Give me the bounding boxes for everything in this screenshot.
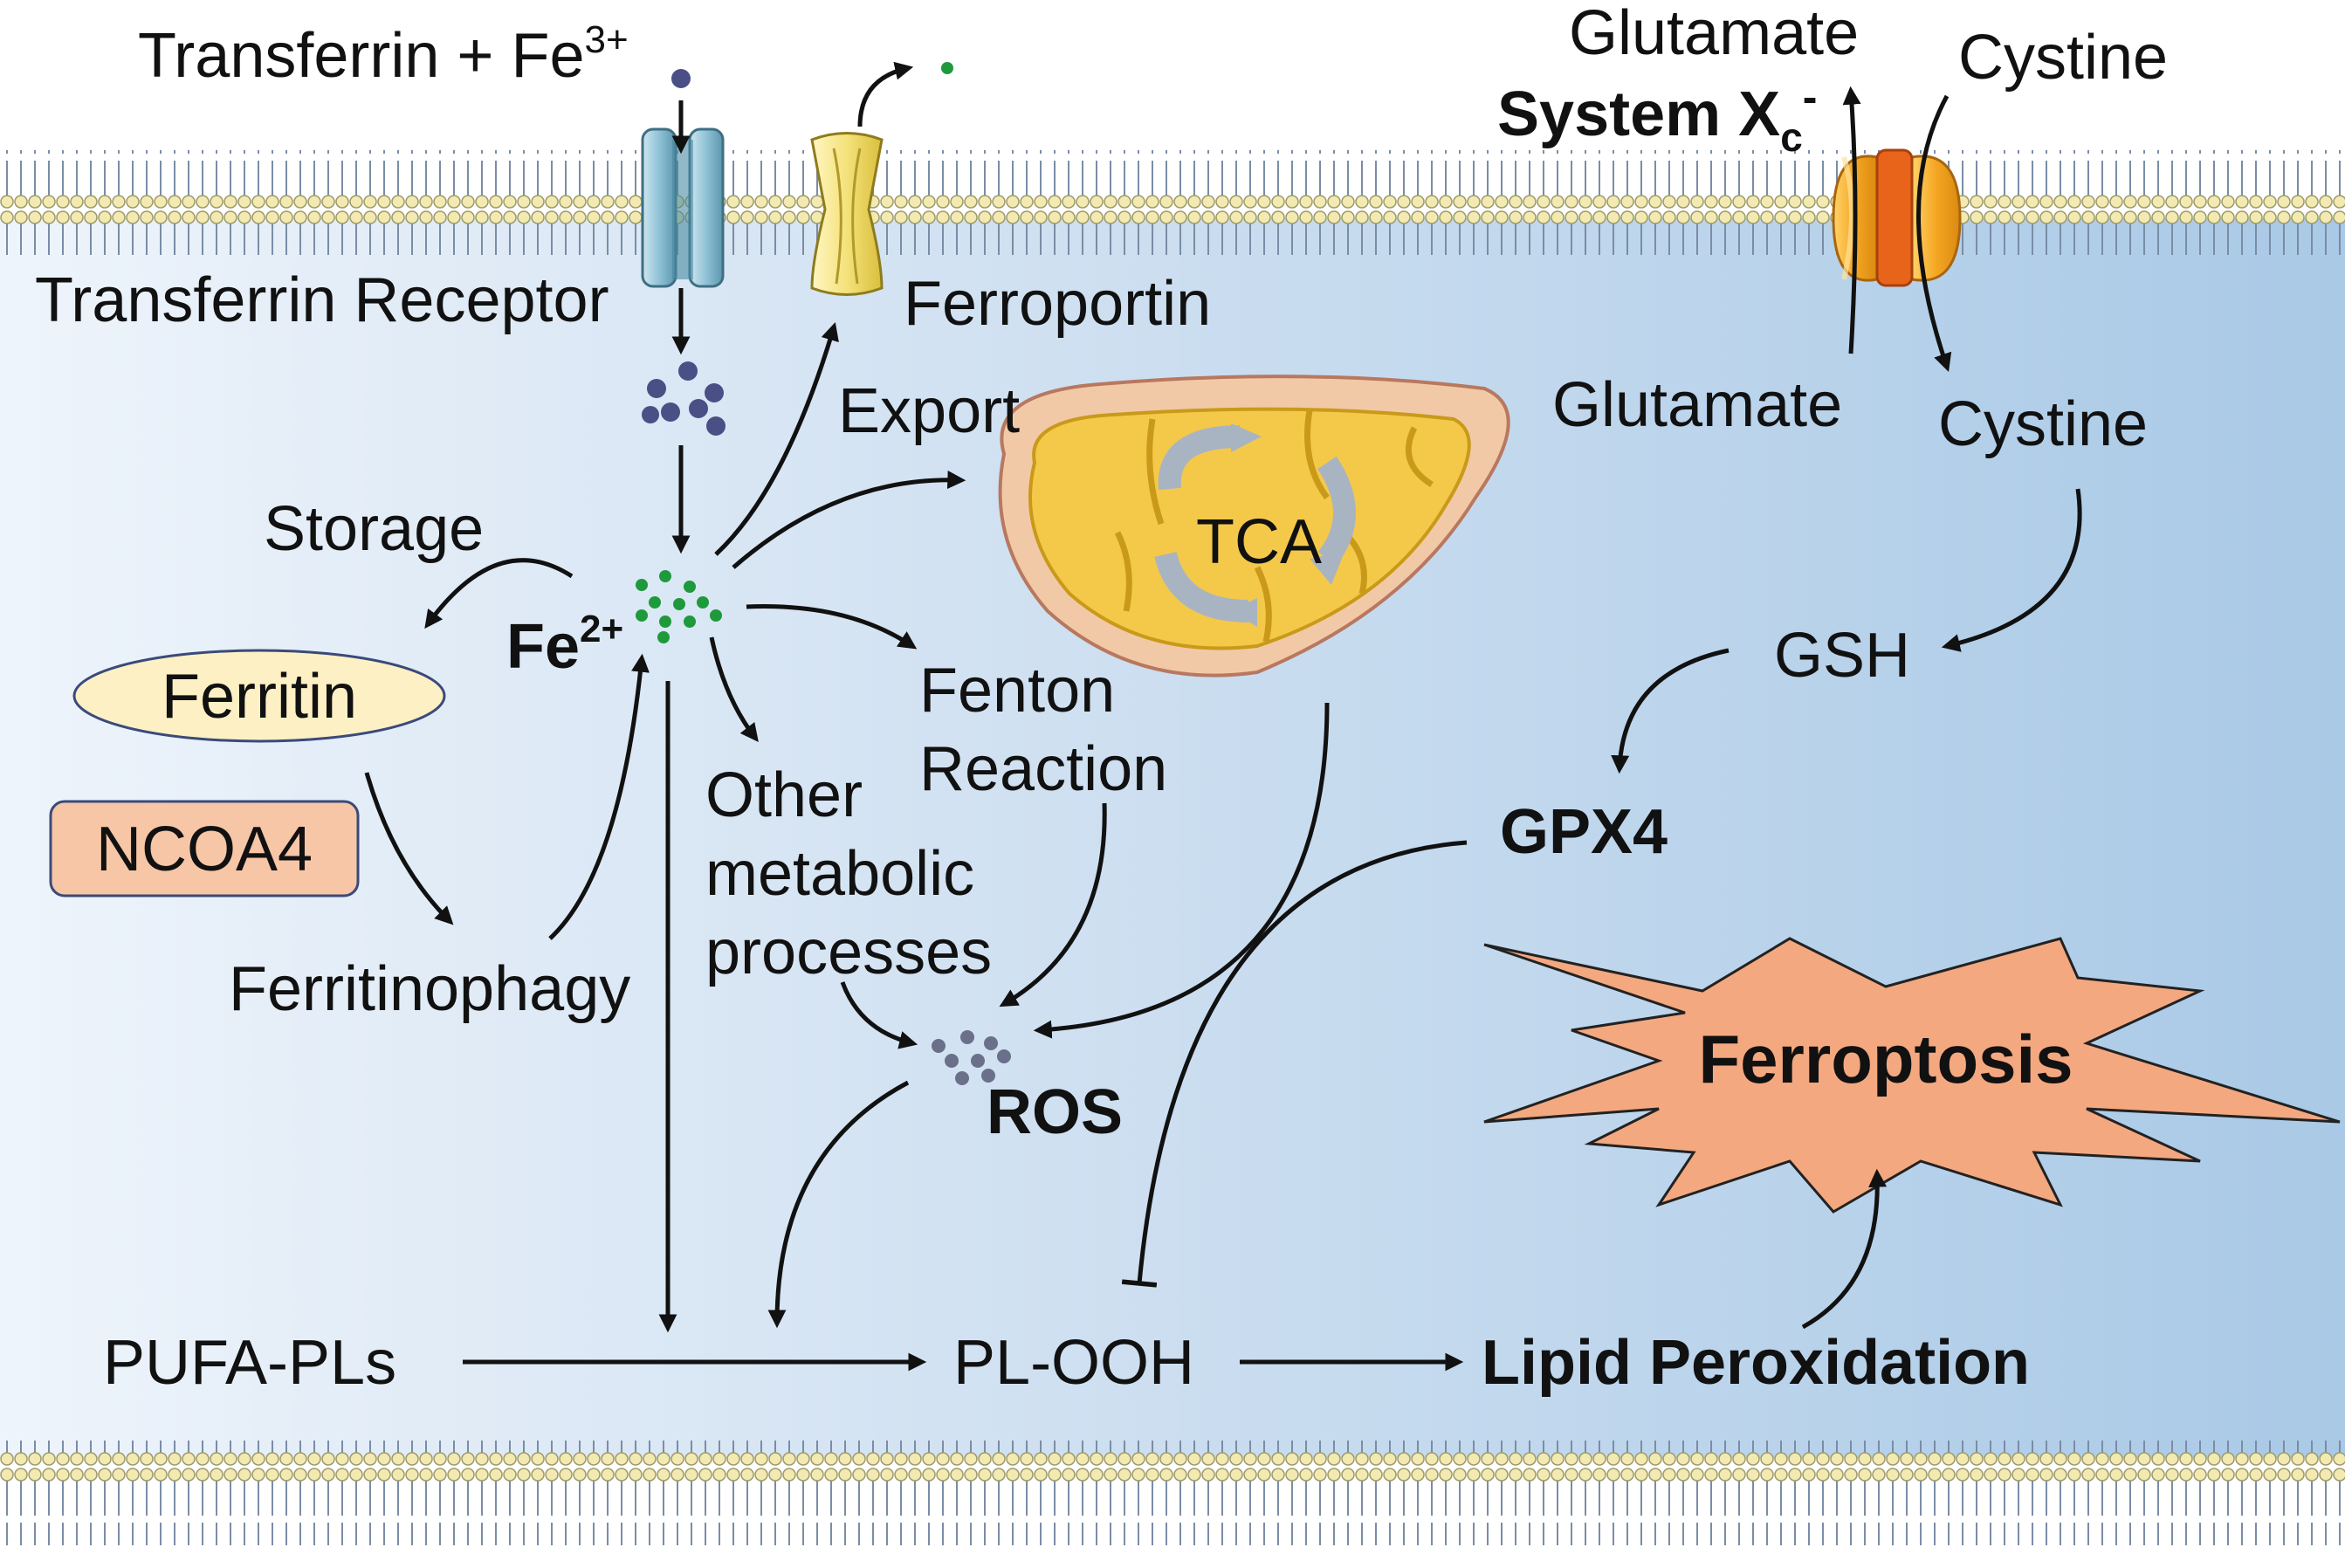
arrow-ferroportin-export bbox=[857, 61, 914, 127]
ros-label: ROS bbox=[987, 1077, 1123, 1147]
arrow-ros-to-lipid bbox=[767, 1080, 910, 1329]
cystine-intracellular-label: Cystine bbox=[1938, 389, 2148, 459]
ferroportin-icon bbox=[810, 132, 884, 296]
arrow-glutamate-out bbox=[1842, 86, 1861, 354]
arrow-other-to-ros bbox=[840, 981, 918, 1049]
system-xc-label: System Xc- bbox=[1497, 72, 1817, 160]
inhibition-gpx4-plooh bbox=[1121, 840, 1468, 1288]
plasma-membrane-bottom bbox=[0, 1441, 2345, 1545]
ncoa4-box bbox=[49, 800, 360, 897]
system-xc-antiporter-icon bbox=[1832, 148, 1962, 287]
glutamate-intracellular-label: Glutamate bbox=[1552, 370, 1842, 440]
ferroptosis-label: Ferroptosis bbox=[1698, 1021, 2073, 1097]
arrow-gsh-to-gpx4 bbox=[1611, 648, 1730, 774]
gsh-label: GSH bbox=[1774, 621, 1910, 691]
ferroptosis-starburst-icon bbox=[1483, 937, 2341, 1214]
arrow-ferritinophagy-to-fe2 bbox=[548, 653, 650, 940]
arrow-mito-to-ros bbox=[1033, 702, 1330, 1039]
ferritin-ellipse bbox=[72, 649, 446, 743]
ferritin-label: Ferritin bbox=[162, 662, 357, 732]
tca-cycle-icon bbox=[1154, 423, 1356, 627]
arrow-ferritin-to-ferritinophagy bbox=[364, 772, 454, 925]
arrow-lipid-to-ferroptosis bbox=[1801, 1168, 1888, 1330]
arrow-fe2-to-mitochondrion bbox=[732, 470, 966, 569]
glutamate-extracellular-label: Glutamate bbox=[1569, 0, 1859, 68]
fe2-cluster bbox=[636, 570, 722, 643]
mitochondrion-icon bbox=[998, 375, 1510, 677]
arrow-cystine-in bbox=[1916, 94, 1952, 372]
lipid-peroxidation-label: Lipid Peroxidation bbox=[1482, 1328, 2030, 1398]
arrow-cystine-to-gsh bbox=[1941, 488, 2082, 652]
tca-label: TCA bbox=[1196, 507, 1322, 577]
transferrin-receptor-icon bbox=[641, 127, 725, 288]
export-label: Export bbox=[838, 376, 1020, 446]
exported-iron-particle bbox=[941, 62, 953, 74]
transferrin-fe-label: Transferrin + Fe3+ bbox=[138, 18, 629, 91]
arrow-fenton-to-ros bbox=[999, 802, 1107, 1008]
ferritinophagy-label: Ferritinophagy bbox=[229, 954, 630, 1024]
arrow-fe2-to-storage bbox=[424, 558, 574, 629]
ros-cluster bbox=[932, 1030, 1011, 1085]
cystine-extracellular-label: Cystine bbox=[1958, 23, 2168, 93]
storage-label: Storage bbox=[264, 494, 484, 564]
gpx4-label: GPX4 bbox=[1500, 797, 1668, 867]
arrow-fe2-to-fenton bbox=[746, 604, 918, 650]
fe3-cluster bbox=[642, 361, 726, 436]
ferroportin-label: Ferroportin bbox=[904, 269, 1211, 339]
ncoa4-label: NCOA4 bbox=[96, 815, 313, 884]
plasma-membrane-top bbox=[0, 150, 2345, 255]
fe3-particle bbox=[671, 69, 691, 88]
fe2-label: Fe2+ bbox=[506, 608, 623, 682]
pl-ooh-label: PL-OOH bbox=[953, 1328, 1194, 1398]
arrow-fe2-to-other bbox=[709, 636, 759, 742]
transferrin-receptor-label: Transferrin Receptor bbox=[35, 265, 609, 335]
arrow-fe2-to-export bbox=[714, 321, 839, 556]
pufa-pls-label: PUFA-PLs bbox=[103, 1328, 396, 1398]
pathway-arrows bbox=[364, 61, 2082, 1372]
